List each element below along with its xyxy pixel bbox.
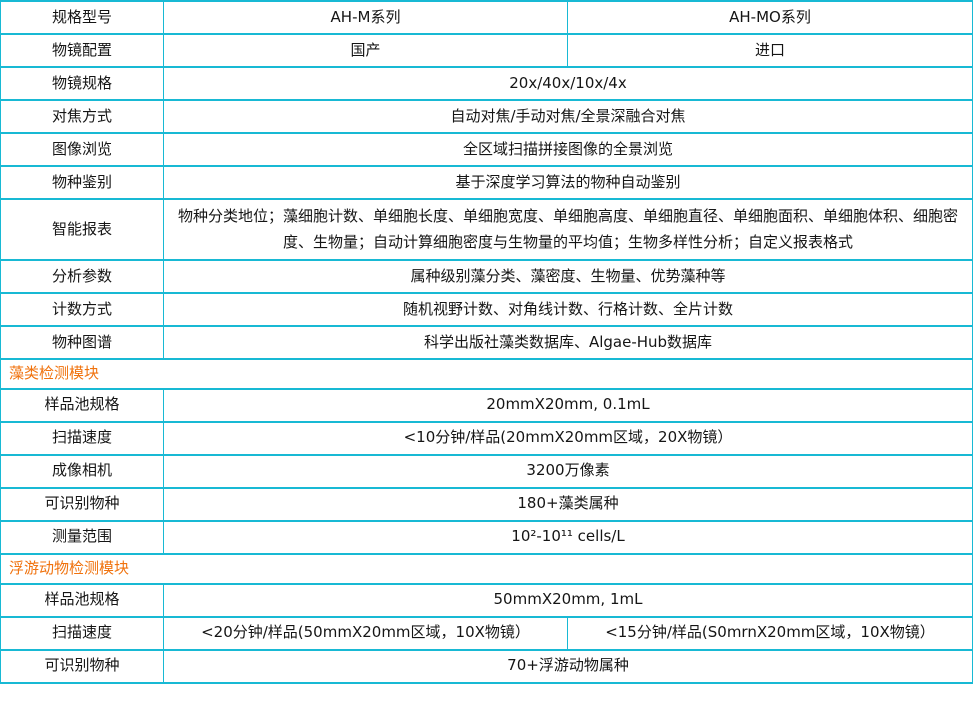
spec-label: 可识别物种 [1, 650, 164, 682]
spec-label: 图像浏览 [1, 134, 164, 165]
table-row: 物种图谱 科学出版社藻类数据库、Algae-Hub数据库 [1, 327, 972, 360]
section-header-row: 藻类检测模块 [1, 360, 972, 390]
section-title: 藻类检测模块 [9, 364, 100, 382]
spec-value: 全区域扫描拼接图像的全景浏览 [462, 139, 673, 158]
spec-table: 规格型号 AH-M系列 AH-MO系列 物镜配置 国产 进口 物镜规格 20x/… [0, 0, 973, 684]
spec-value: 180+藻类属种 [517, 494, 619, 513]
spec-value: 10²-10¹¹ cells/L [511, 527, 625, 546]
spec-value: 科学出版社藻类数据库、Algae-Hub数据库 [423, 332, 713, 351]
table-row: 扫描速度 <20分钟/样品(50mmX20mm区域，10X物镜） <15分钟/样… [1, 617, 972, 651]
spec-label: 对焦方式 [1, 101, 164, 132]
spec-label: 物镜配置 [1, 35, 164, 66]
spec-value: 3200万像素 [526, 461, 610, 480]
table-row: 扫描速度 <10分钟/样品(20mmX20mm区域，20X物镜） [1, 422, 972, 456]
spec-label: 可识别物种 [1, 488, 164, 520]
spec-label: 智能报表 [1, 200, 164, 259]
spec-value-right: AH-MO系列 [729, 7, 811, 26]
table-row: 物镜规格 20x/40x/10x/4x [1, 68, 972, 101]
table-row: 图像浏览 全区域扫描拼接图像的全景浏览 [1, 134, 972, 167]
spec-label: 样品池规格 [1, 584, 164, 616]
spec-value: 自动对焦/手动对焦/全景深融合对焦 [450, 106, 686, 125]
spec-value: <10分钟/样品(20mmX20mm区域，20X物镜） [403, 428, 733, 447]
table-row: 测量范围 10²-10¹¹ cells/L [1, 521, 972, 555]
spec-label: 物种图谱 [1, 327, 164, 358]
spec-value: 50mmX20mm, 1mL [493, 590, 643, 609]
spec-label: 分析参数 [1, 261, 164, 292]
table-row: 可识别物种 70+浮游动物属种 [1, 650, 972, 684]
table-row: 样品池规格 50mmX20mm, 1mL [1, 584, 972, 618]
table-row: 成像相机 3200万像素 [1, 455, 972, 489]
spec-label: 成像相机 [1, 455, 164, 487]
spec-value: 70+浮游动物属种 [507, 656, 629, 675]
table-row: 物种鉴别 基于深度学习算法的物种自动鉴别 [1, 167, 972, 200]
spec-value: 20mmX20mm, 0.1mL [486, 395, 650, 414]
table-row: 可识别物种 180+藻类属种 [1, 488, 972, 522]
table-row: 规格型号 AH-M系列 AH-MO系列 [1, 2, 972, 35]
table-row: 分析参数 属种级别藻分类、藻密度、生物量、优势藻种等 [1, 261, 972, 294]
spec-value: 物种分类地位；藻细胞计数、单细胞长度、单细胞宽度、单细胞高度、单细胞直径、单细胞… [178, 207, 959, 251]
spec-value-right: 进口 [754, 40, 785, 59]
table-row: 样品池规格 20mmX20mm, 0.1mL [1, 389, 972, 423]
spec-value: 属种级别藻分类、藻密度、生物量、优势藻种等 [410, 266, 726, 285]
table-row: 对焦方式 自动对焦/手动对焦/全景深融合对焦 [1, 101, 972, 134]
spec-label: 扫描速度 [1, 617, 164, 649]
table-row: 计数方式 随机视野计数、对角线计数、行格计数、全片计数 [1, 294, 972, 327]
spec-label: 规格型号 [1, 2, 164, 33]
spec-label: 测量范围 [1, 521, 164, 553]
spec-label: 物种鉴别 [1, 167, 164, 198]
spec-label: 扫描速度 [1, 422, 164, 454]
spec-value-left: 国产 [164, 35, 568, 66]
spec-value: 随机视野计数、对角线计数、行格计数、全片计数 [402, 299, 733, 318]
spec-value: 基于深度学习算法的物种自动鉴别 [455, 172, 681, 191]
spec-value-left: <20分钟/样品(50mmX20mm区域，10X物镜） [164, 617, 568, 649]
section-title: 浮游动物检测模块 [9, 558, 130, 577]
spec-value-left: AH-M系列 [164, 2, 568, 33]
spec-label: 物镜规格 [1, 68, 164, 99]
spec-value: 20x/40x/10x/4x [509, 73, 627, 92]
table-row: 智能报表 物种分类地位；藻细胞计数、单细胞长度、单细胞宽度、单细胞高度、单细胞直… [1, 200, 972, 261]
spec-value-right: <15分钟/样品(S0mrnX20mm区域，10X物镜） [605, 623, 935, 642]
spec-label: 样品池规格 [1, 389, 164, 421]
table-row: 物镜配置 国产 进口 [1, 35, 972, 68]
spec-label: 计数方式 [1, 294, 164, 325]
section-header-row: 浮游动物检测模块 [1, 554, 972, 585]
